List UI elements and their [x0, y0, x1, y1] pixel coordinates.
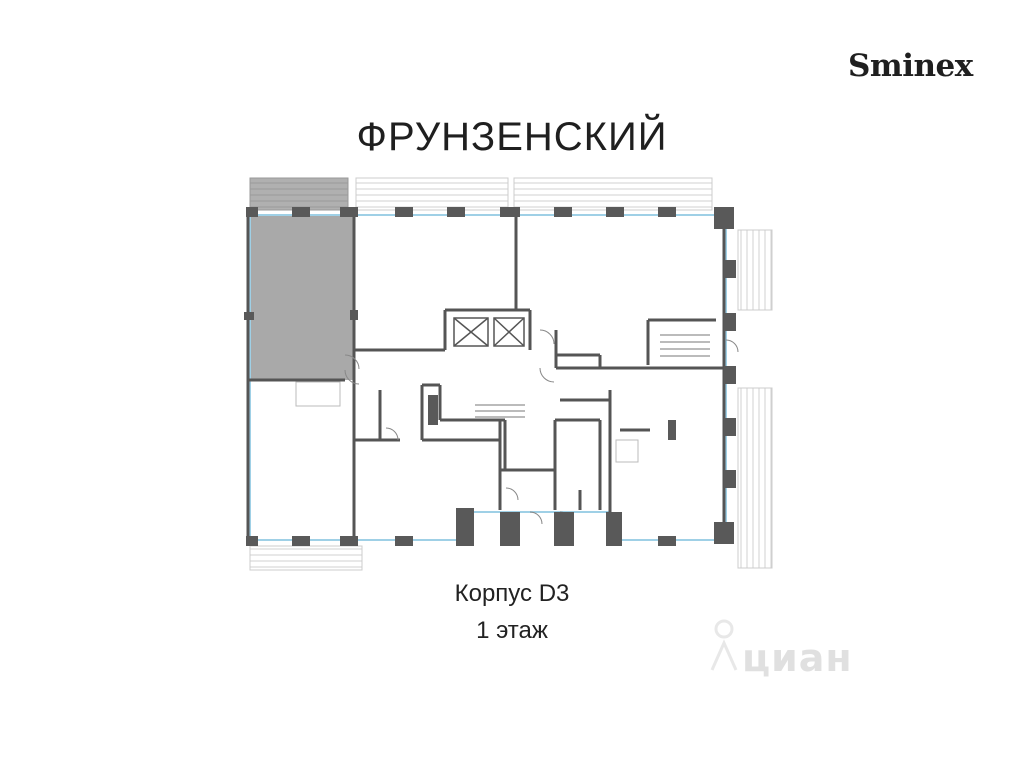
stairs: [475, 334, 710, 418]
watermark-text: циан: [742, 636, 853, 680]
terraces: [249, 177, 773, 571]
terrace-top-middle: [355, 177, 509, 211]
brand-logo: Sminex: [848, 48, 973, 84]
highlighted-unit: [249, 214, 353, 380]
annex-boxes: [295, 381, 639, 463]
terrace-bottom-left: [249, 545, 363, 571]
watermark-icon: [710, 619, 738, 671]
page-title: ФРУНЗЕНСКИЙ: [356, 115, 668, 159]
terrace-right-lower: [737, 387, 773, 569]
terrace-right-upper: [737, 229, 773, 311]
terrace-top-left-highlighted: [249, 177, 349, 211]
floor-caption: 1 этаж: [476, 617, 548, 644]
elevator-shafts: [453, 317, 525, 347]
building-caption: Корпус D3: [454, 580, 570, 607]
doors: [344, 329, 739, 525]
columns: [244, 207, 736, 546]
terrace-top-right: [513, 177, 713, 211]
